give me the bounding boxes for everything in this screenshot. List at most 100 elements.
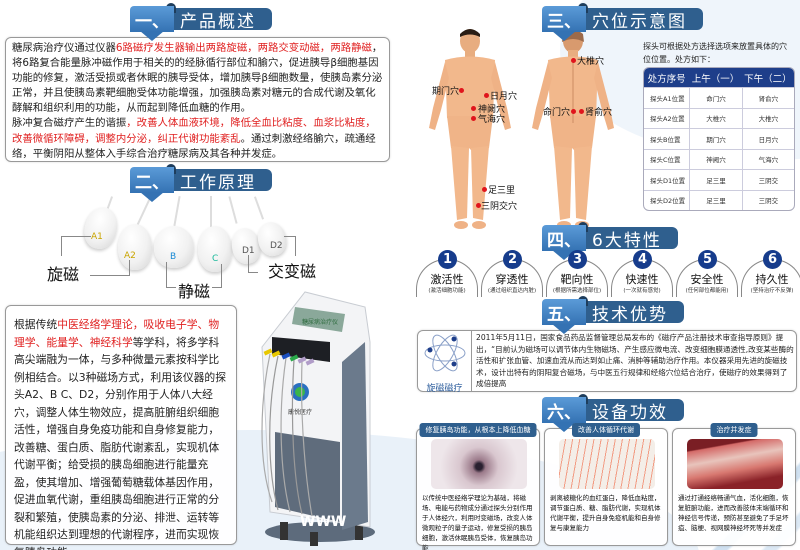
probe-cable	[253, 196, 265, 220]
overview-paragraph-1: 糖尿病治疗仪通过仪器6路磁疗发生器输出两路旋磁，两路交变动磁，两路静磁，将6路复…	[12, 41, 383, 116]
section-number: 四、	[542, 225, 586, 260]
acupoint-label-dazhui: 大椎穴	[577, 57, 605, 67]
feature-item: 3 靶向性 (根据所需选择部位)	[546, 250, 608, 297]
table-cell: 探头B位置	[644, 128, 690, 149]
svg-text:康悦医疗: 康悦医疗	[288, 408, 312, 416]
table-cell: 日月穴	[741, 128, 794, 149]
highlight-text: 6路磁疗发生器输出两路旋磁，两路交变动磁，两路静磁	[115, 42, 372, 54]
probe-label-a2: A2	[124, 251, 136, 261]
acupoint-label-zusanli: 足三里	[488, 186, 516, 196]
acupoint-label-sanyinjiao: 三阴交穴	[481, 202, 518, 212]
section-title: 产品概述	[166, 3, 272, 32]
body-text: 脉冲复合磁疗产生的谐振	[12, 117, 127, 130]
body-text: ，将6路复合能量脉冲磁作用于相关的的经脉循行部位和腧穴，促进胰导β细胞基因功能的…	[12, 42, 383, 115]
feature-item: 2 穿透性 (通过组织直达内脏)	[481, 250, 543, 297]
acupoint-label-riyue: 日月穴	[490, 92, 518, 102]
acupoint-dot	[579, 109, 584, 114]
section-title: 技术优势	[578, 296, 684, 325]
table-cell: 期门穴	[689, 128, 742, 149]
table-cell: 大椎穴	[741, 107, 794, 128]
feature-name: 靶向性	[560, 273, 594, 286]
svg-text:WWW: WWW	[300, 514, 346, 530]
section-number: 六、	[542, 397, 586, 432]
acupoint-label-qihai: 气海穴	[478, 115, 506, 125]
acupoint-dot	[484, 93, 489, 98]
connector-line	[212, 264, 222, 288]
connector-line	[284, 236, 296, 256]
acupoint-label-shenque: 神阙穴	[478, 105, 506, 115]
body-text: 等学科，将多学科高尖端融为一体，与多种微量元素按科学比例相结合。以3种磁场方式，…	[14, 335, 227, 550]
number-badge-icon: 2	[503, 250, 522, 269]
section-heading-tech: 五、 技术优势	[542, 296, 684, 334]
feature-description: (通过组织直达内脏)	[487, 288, 537, 294]
feature-description: (坚持治疗不反弹)	[750, 288, 794, 294]
table-row: 探头A1位置命门穴肾俞穴	[644, 87, 794, 108]
overview-text-box: 糖尿病治疗仪通过仪器6路磁疗发生器输出两路旋磁，两路交变动磁，两路静磁，将6路复…	[5, 37, 390, 162]
section-heading-overview: 一、 产品概述	[130, 3, 272, 41]
atom-icon	[424, 334, 466, 372]
table-cell: 足三里	[689, 169, 742, 190]
table-header: 下午（二）	[741, 68, 794, 87]
logo-text: 旋磁磁疗	[426, 384, 463, 394]
section-title: 设备功效	[578, 394, 684, 423]
table-header-row: 处方序号 上午（一） 下午（二）	[644, 68, 794, 87]
acupoint-label-mingmen: 命门穴	[543, 108, 571, 118]
efficacy-text: 以传统中医经络学理论为基础，将磁场、电能与药物成分通过探头分别作用于人体经穴，利…	[422, 494, 533, 550]
table-cell: 命门穴	[689, 87, 742, 108]
efficacy-card-circulation: 改善人体循环代谢 剥离被糖化的血红蛋白，降低血粘度，调节蛋白质、糖、脂肪代谢，实…	[544, 423, 668, 546]
probe-b	[154, 226, 194, 268]
table-row: 探头C位置神阙穴气海穴	[644, 148, 794, 170]
section-heading-features: 四、 6大特性	[542, 222, 678, 260]
table-cell: 探头A2位置	[644, 107, 690, 129]
highlight-text: 中医经络学理论，吸收电子学、物理学、能量学、神经科学	[14, 318, 220, 349]
tech-advantage-text: 2011年5月11日，国家食品药品监督管理总局发布的《磁疗产品注册技术审查指导原…	[476, 333, 794, 389]
table-header: 处方序号	[644, 68, 690, 87]
efficacy-text: 剥离被糖化的血红蛋白，降低血粘度，调节蛋白质、糖、脂肪代谢，实现机体代谢平衡，提…	[550, 494, 661, 532]
probe-label-c: C	[212, 254, 219, 264]
body-text: 根据传统	[14, 318, 58, 331]
feature-item: 4 快速性 (一次就有感觉)	[611, 250, 673, 297]
probe-label-a1: A1	[91, 232, 103, 242]
feature-item: 1 激活性 (激活细胞功能)	[416, 250, 478, 297]
feature-name: 穿透性	[495, 273, 529, 286]
body-front-figure	[425, 28, 515, 237]
probe-a2	[118, 224, 152, 270]
acupoint-label-shenshu: 肾俞穴	[585, 108, 613, 118]
label-alternating-magnet: 交变磁	[268, 262, 317, 281]
feature-description: (一次就有感觉)	[623, 288, 661, 294]
efficacy-tag: 修复胰岛功能，从根本上降低血糖	[419, 423, 537, 437]
table-cell: 大椎穴	[689, 107, 742, 128]
table-cell: 足三里	[689, 189, 742, 210]
section-number: 五、	[542, 299, 586, 334]
acupoint-dot	[471, 116, 476, 121]
section-heading-principle: 二、 工作原理	[130, 164, 272, 202]
table-cell: 三阴交	[741, 189, 794, 210]
connector-line	[166, 262, 176, 288]
feature-description: (激活细胞功能)	[428, 288, 466, 294]
feature-name: 快速性	[625, 273, 659, 286]
section-heading-efficacy: 六、 设备功效	[542, 394, 684, 432]
connector-line	[61, 236, 91, 256]
number-badge-icon: 1	[438, 250, 457, 269]
principle-text-box: 根据传统中医经络学理论，吸收电子学、物理学、能量学、神经科学等学科，将多学科高尖…	[5, 305, 237, 550]
table-header: 上午（一）	[689, 68, 742, 87]
prescription-table: 处方序号 上午（一） 下午（二） 探头A1位置命门穴肾俞穴探头A2位置大椎穴大椎…	[643, 67, 795, 211]
efficacy-card-pancreas: 修复胰岛功能，从根本上降低血糖 以传统中医经络学理论为基础，将磁场、电能与药物成…	[416, 423, 540, 550]
feature-name: 持久性	[755, 273, 789, 286]
feature-name: 激活性	[430, 273, 464, 286]
probe-cable	[210, 196, 212, 228]
feature-description: (根据所需选择部位)	[552, 288, 602, 294]
section-title: 6大特性	[578, 222, 678, 251]
table-cell: 探头A1位置	[644, 87, 690, 108]
probe-cable	[228, 196, 238, 224]
section-number: 一、	[130, 6, 174, 41]
acupoint-dot	[476, 203, 481, 208]
number-badge-icon: 3	[568, 250, 587, 269]
table-cell: 探头C位置	[644, 148, 690, 170]
circulatory-system-image	[559, 439, 655, 489]
number-badge-icon: 4	[633, 250, 652, 269]
overview-paragraph-2: 脉冲复合磁疗产生的谐振，改善人体血液环境，降低全血比粘度、血浆比粘度，改善微循环…	[12, 116, 383, 161]
efficacy-text: 通过打通经络畅通气血，活化细胞，恢复脏腑功能，进而改善肢体末端循环和神经信号传递…	[678, 494, 789, 532]
table-row: 探头A2位置大椎穴大椎穴	[644, 107, 794, 129]
